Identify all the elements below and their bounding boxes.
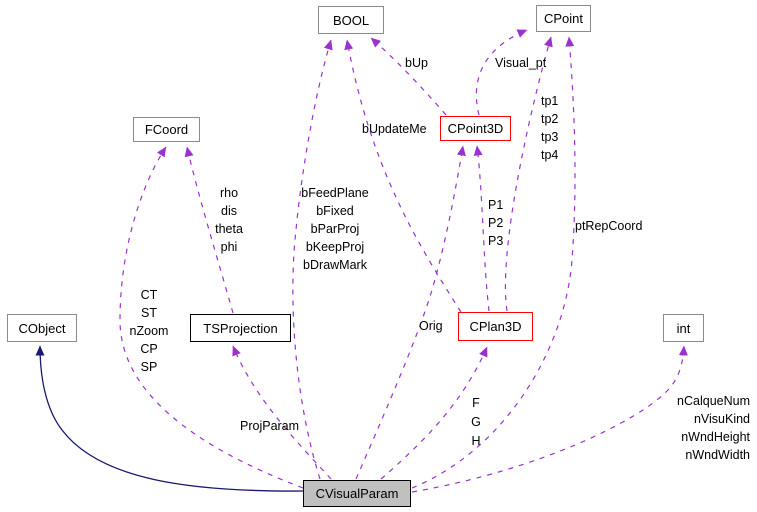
node-int[interactable]: int (663, 314, 704, 342)
edge-label-line: bParProj (310, 222, 360, 236)
edge-cvisualparam-cpoint (411, 36, 576, 489)
edge-label-line: tp1 (541, 94, 559, 108)
edge-label-line: F (472, 396, 480, 410)
edge-label-line: ptRepCoord (575, 219, 643, 233)
node-cobject[interactable]: CObject (7, 314, 77, 342)
edge-label-line: P3 (488, 234, 504, 248)
edge-cvisualparam-int (411, 345, 688, 493)
node-cplan3d[interactable]: CPlan3D (458, 312, 533, 341)
edge-label-line: theta (215, 222, 243, 236)
edge-label-bool-members: bFeedPlane bFixed bParProj bKeepProj bDr… (293, 184, 377, 274)
edge-label-line: rho (219, 186, 239, 200)
edge-label-line: bUpdateMe (362, 122, 427, 136)
edge-label-line: phi (220, 240, 238, 254)
edge-label-line: SP (140, 360, 158, 374)
edge-label-line: P2 (488, 216, 504, 230)
edge-label-projparam: ProjParam (240, 417, 299, 435)
edge-label-line: ProjParam (240, 419, 300, 433)
edge-label-line: dis (221, 204, 237, 218)
edge-cvisualparam-cplan3d (380, 346, 488, 480)
edge-label-line: nCalqueNum (677, 394, 750, 408)
edge-label-tp-group: tp1 tp2 tp3 tp4 (541, 92, 558, 164)
edge-label-line: bKeepProj (305, 240, 365, 254)
edge-label-bupdateme: bUpdateMe (362, 120, 427, 138)
edge-label-fcoord-vp-members: CT ST nZoom CP SP (118, 286, 180, 376)
edge-label-line: G (471, 415, 481, 429)
edge-cpoint3d-cpoint (475, 29, 528, 116)
node-fcoord[interactable]: FCoord (133, 117, 200, 142)
node-bool[interactable]: BOOL (318, 6, 384, 34)
edge-label-line: bDrawMark (303, 258, 367, 272)
edge-cvisualparam-fcoord (119, 146, 304, 489)
edge-cpoint3d-bool (370, 37, 447, 116)
edge-label-fgh: F G H (458, 394, 494, 451)
edge-label-line: nWndWidth (685, 448, 750, 462)
edge-label-line: bUp (405, 56, 428, 70)
edge-label-line: CT (140, 288, 158, 302)
edge-label-line: H (471, 434, 481, 448)
edge-label-fcoord-proj-members: rho dis theta phi (199, 184, 259, 256)
edge-label-bup: bUp (405, 54, 428, 72)
node-cpoint[interactable]: CPoint (536, 5, 591, 32)
edge-label-line: tp3 (541, 130, 559, 144)
edge-label-orig: Orig (419, 317, 443, 335)
edge-label-line: ST (141, 306, 157, 320)
edge-label-line: Orig (419, 319, 443, 333)
edge-cplan3d-bool (344, 39, 462, 313)
edge-label-line: nVisuKind (693, 412, 750, 426)
node-cpoint3d[interactable]: CPoint3D (440, 116, 511, 141)
edge-cvisualparam-cpoint3d (355, 145, 466, 480)
edge-cplan3d-cpoint3d (473, 145, 490, 312)
edge-cplan3d-cpoint (504, 36, 553, 312)
edge-label-line: bFixed (316, 204, 354, 218)
edge-cvisualparam-cobject (35, 345, 305, 492)
edge-label-visual-pt: Visual_pt (495, 54, 546, 72)
edge-label-line: tp4 (541, 148, 559, 162)
edge-cvisualparam-bool (292, 39, 333, 480)
edge-cvisualparam-tsprojection (232, 345, 332, 480)
edge-label-line: bFeedPlane (301, 186, 369, 200)
edge-label-p-group: P1 P2 P3 (488, 196, 503, 250)
edge-label-line: CP (140, 342, 158, 356)
edge-label-line: nZoom (129, 324, 169, 338)
edge-tsprojection-fcoord (184, 146, 234, 314)
edge-label-ptrepcoord: ptRepCoord (575, 217, 642, 235)
node-cvisualparam[interactable]: CVisualParam (303, 480, 411, 507)
edge-label-line: P1 (488, 198, 504, 212)
edge-label-line: nWndHeight (681, 430, 750, 444)
edge-label-int-members: nCalqueNum nVisuKind nWndHeight nWndWidt… (668, 392, 750, 464)
node-tsprojection[interactable]: TSProjection (190, 314, 291, 342)
edge-label-line: Visual_pt (495, 56, 547, 70)
edge-label-line: tp2 (541, 112, 559, 126)
